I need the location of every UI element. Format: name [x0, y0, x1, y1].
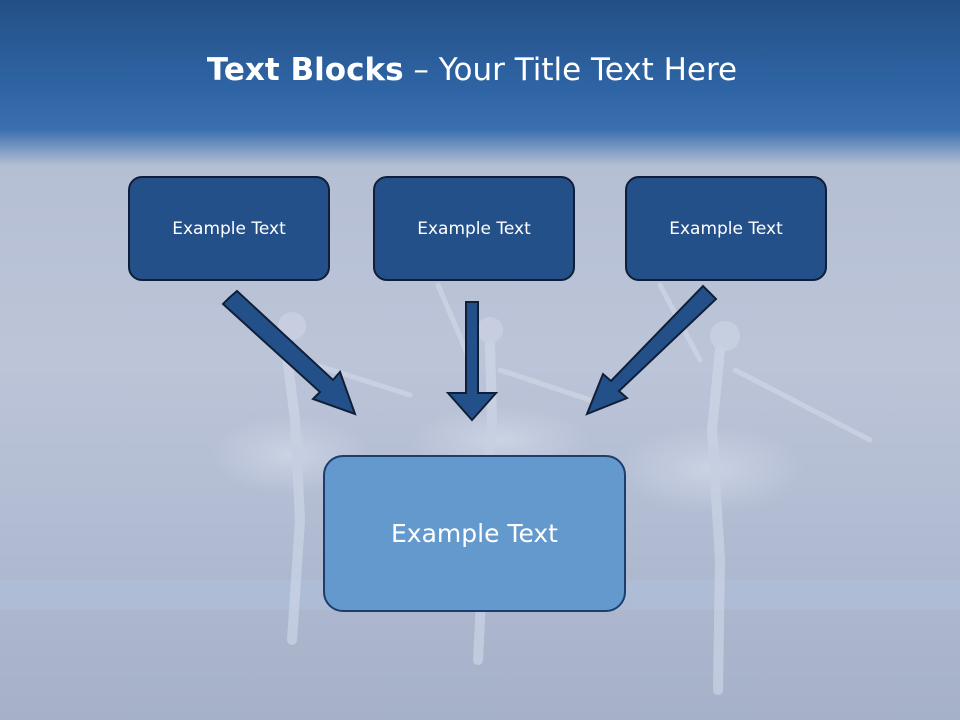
title-bold-part: Text Blocks: [206, 52, 404, 88]
slide-title: Text Blocks – Your Title Text Here: [0, 52, 944, 88]
text-block-2: Example Text: [373, 176, 575, 281]
text-block-3: Example Text: [625, 176, 827, 281]
title-separator: –: [403, 52, 439, 88]
text-block-1-label: Example Text: [172, 218, 286, 239]
title-rest-part: Your Title Text Here: [438, 52, 738, 88]
text-block-3-label: Example Text: [669, 218, 783, 239]
text-block-2-label: Example Text: [417, 218, 531, 239]
text-block-1: Example Text: [128, 176, 330, 281]
center-text-block: Example Text: [323, 455, 626, 612]
center-text-block-label: Example Text: [391, 519, 558, 548]
